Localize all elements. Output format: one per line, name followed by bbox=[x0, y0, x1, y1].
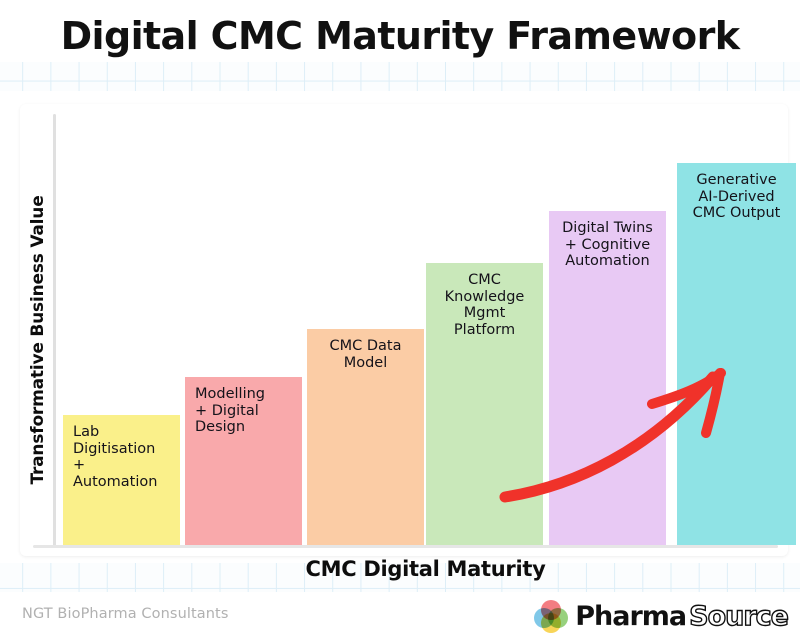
bar-1[interactable]: Lab Digitisation + Automation bbox=[63, 415, 180, 545]
mark-circle-yellow bbox=[541, 613, 562, 633]
bar-label-6: Generative AI-Derived CMC Output bbox=[692, 172, 781, 222]
bar-label-1: Lab Digitisation + Automation bbox=[73, 424, 158, 490]
footer-credit: NGT BioPharma Consultants bbox=[22, 606, 229, 622]
bar-label-2: Modelling + Digital Design bbox=[195, 386, 265, 436]
brand-wordmark-secondary: Source bbox=[688, 600, 789, 632]
bar-label-4: CMC Knowledge Mgmt Platform bbox=[444, 272, 525, 338]
brand-wordmark: Pharma Source bbox=[575, 600, 789, 632]
brand-logo: Pharma Source bbox=[534, 598, 790, 634]
background-mask-top bbox=[0, 0, 800, 62]
x-axis-title: CMC Digital Maturity bbox=[305, 557, 546, 581]
page-title: Digital CMC Maturity Framework bbox=[60, 14, 740, 58]
bar-4[interactable]: CMC Knowledge Mgmt Platform bbox=[426, 263, 543, 545]
bar-2[interactable]: Modelling + Digital Design bbox=[185, 377, 302, 545]
bar-6[interactable]: Generative AI-Derived CMC Output bbox=[677, 163, 796, 545]
x-axis-line bbox=[33, 545, 778, 548]
bar-3[interactable]: CMC Data Model bbox=[307, 329, 424, 545]
bar-label-3: CMC Data Model bbox=[329, 338, 402, 371]
bar-5[interactable]: Digital Twins + Cognitive Automation bbox=[549, 211, 666, 545]
pharmasource-mark-icon bbox=[534, 600, 569, 633]
y-axis-line bbox=[53, 114, 56, 546]
bar-label-5: Digital Twins + Cognitive Automation bbox=[562, 220, 653, 270]
background-mask-bottom bbox=[0, 592, 800, 642]
brand-wordmark-primary: Pharma bbox=[575, 600, 687, 632]
